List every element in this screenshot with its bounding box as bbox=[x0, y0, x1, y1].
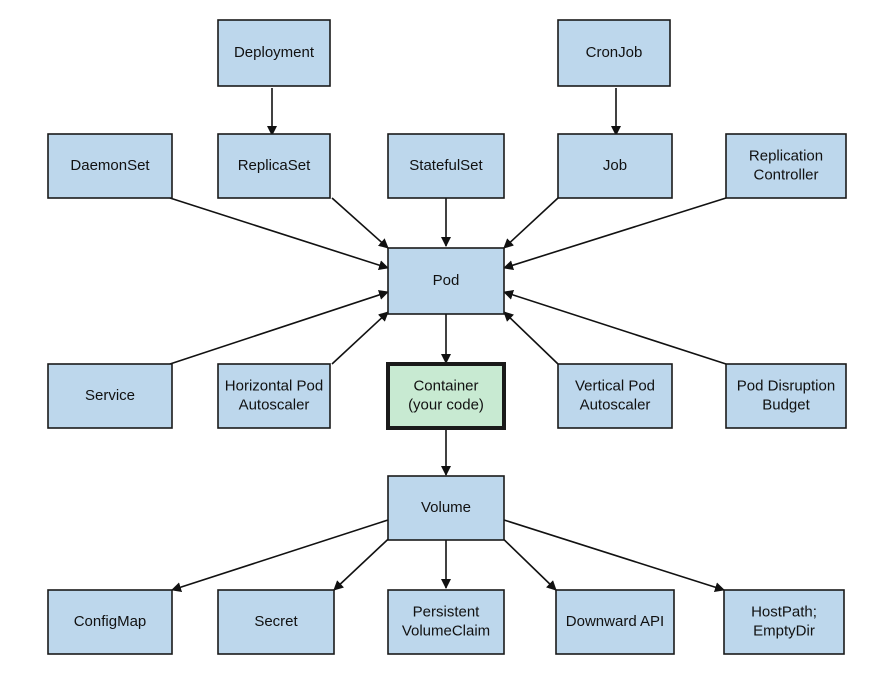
node-pod: Pod bbox=[387, 247, 505, 315]
node-configmap: ConfigMap bbox=[47, 589, 173, 655]
node-label-line: ReplicaSet bbox=[238, 157, 311, 174]
node-label-line: Job bbox=[603, 157, 627, 174]
node-deployment: Deployment bbox=[217, 19, 331, 87]
node-label: Downward API bbox=[566, 613, 664, 630]
node-label-line: Volume bbox=[421, 499, 471, 516]
edge-replicaset-pod bbox=[331, 197, 389, 249]
edge-replication-controller-pod bbox=[503, 197, 727, 271]
node-label: HostPath; EmptyDir bbox=[751, 603, 817, 639]
node-label-line: Service bbox=[85, 387, 135, 404]
nodes: Deployment CronJob DaemonSet ReplicaSet … bbox=[47, 19, 847, 655]
node-label-line: Persistent bbox=[413, 603, 481, 620]
edge-volume-hostpath bbox=[503, 519, 725, 593]
node-label: StatefulSet bbox=[409, 157, 483, 174]
node-label: ConfigMap bbox=[74, 613, 147, 630]
node-volume: Volume bbox=[387, 475, 505, 541]
node-daemonset: DaemonSet bbox=[47, 133, 173, 199]
edge-service-pod bbox=[169, 290, 389, 365]
edge-vpa-pod bbox=[503, 311, 559, 365]
node-label: Deployment bbox=[234, 44, 315, 61]
node-label: Volume bbox=[421, 499, 471, 516]
node-container: Container (your code) bbox=[386, 362, 506, 430]
node-label-line: VolumeClaim bbox=[402, 622, 490, 639]
node-label-line: StatefulSet bbox=[409, 157, 483, 174]
node-label-line: HostPath; bbox=[751, 603, 817, 620]
node-label-line: Secret bbox=[254, 613, 298, 630]
edge-hpa-pod bbox=[331, 311, 389, 365]
edge-pdb-pod bbox=[503, 290, 727, 365]
node-service: Service bbox=[47, 363, 173, 429]
node-statefulset: StatefulSet bbox=[387, 133, 505, 199]
node-label-line: Autoscaler bbox=[580, 396, 651, 413]
node-label-line: ConfigMap bbox=[74, 613, 147, 630]
node-label-line: Deployment bbox=[234, 44, 315, 61]
node-label: Service bbox=[85, 387, 135, 404]
node-label: DaemonSet bbox=[70, 157, 150, 174]
node-cronjob: CronJob bbox=[557, 19, 671, 87]
edge-job-pod bbox=[503, 197, 559, 249]
node-label-line: EmptyDir bbox=[753, 622, 815, 639]
node-label-line: Pod bbox=[433, 272, 460, 289]
node-job: Job bbox=[557, 133, 673, 199]
node-label: Pod bbox=[433, 272, 460, 289]
node-label-line: CronJob bbox=[586, 44, 643, 61]
edge-daemonset-pod bbox=[169, 197, 389, 271]
node-downward-api: Downward API bbox=[555, 589, 675, 655]
node-label-line: (your code) bbox=[408, 396, 484, 413]
node-label-line: Pod Disruption bbox=[737, 377, 835, 394]
node-label: Secret bbox=[254, 613, 298, 630]
node-label-line: Replication bbox=[749, 147, 823, 164]
node-replicaset: ReplicaSet bbox=[217, 133, 331, 199]
node-label: Job bbox=[603, 157, 627, 174]
node-hostpath-emptydir: HostPath; EmptyDir bbox=[723, 589, 845, 655]
node-label-line: Vertical Pod bbox=[575, 377, 655, 394]
node-secret: Secret bbox=[217, 589, 335, 655]
node-label-line: DaemonSet bbox=[70, 157, 150, 174]
node-label-line: Container bbox=[413, 377, 478, 394]
node-label: Container (your code) bbox=[408, 377, 484, 413]
edges bbox=[169, 88, 727, 593]
node-label-line: Budget bbox=[762, 396, 810, 413]
node-label-line: Autoscaler bbox=[239, 396, 310, 413]
node-label-line: Horizontal Pod bbox=[225, 377, 323, 394]
edge-volume-configmap bbox=[171, 519, 389, 592]
node-label: ReplicaSet bbox=[238, 157, 311, 174]
node-label-line: Downward API bbox=[566, 613, 664, 630]
node-label: CronJob bbox=[586, 44, 643, 61]
node-label-line: Controller bbox=[753, 166, 818, 183]
